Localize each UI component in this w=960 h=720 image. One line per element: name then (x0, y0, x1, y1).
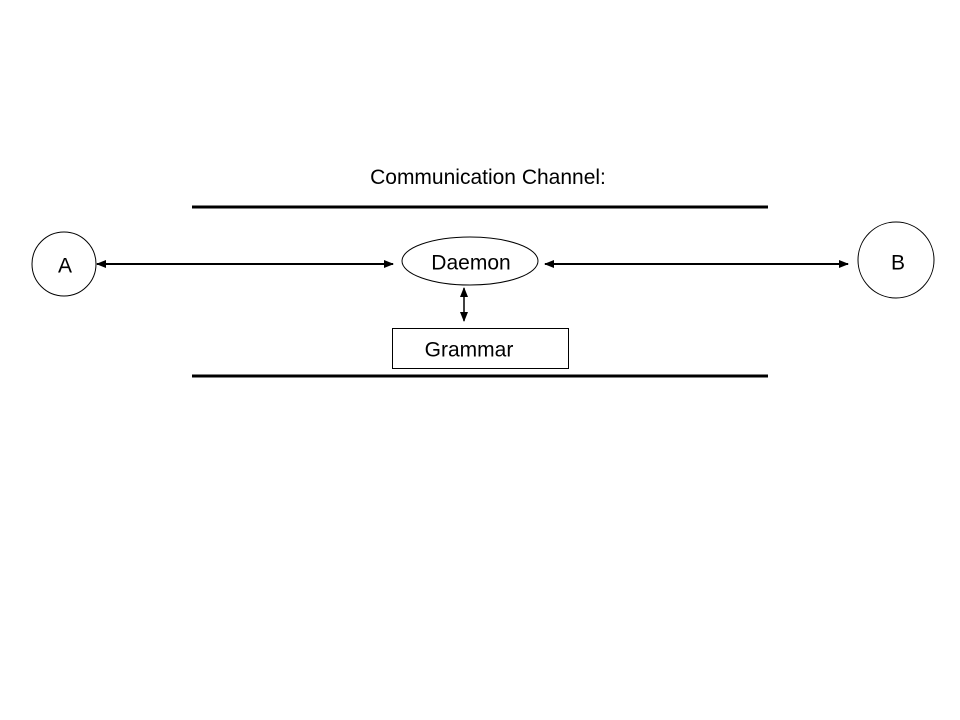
node-b-label: B (891, 252, 905, 275)
node-a: A (31, 231, 97, 297)
node-b-circle (857, 221, 935, 299)
node-daemon: Daemon (401, 236, 539, 286)
node-daemon-ellipse (401, 236, 539, 286)
diagram-title: Communication Channel: (370, 166, 606, 189)
node-b: B (857, 221, 935, 299)
node-grammar-box (392, 328, 569, 369)
node-grammar-label: Grammar (425, 339, 514, 362)
node-grammar: Grammar (392, 328, 569, 369)
node-a-label: A (58, 255, 72, 278)
node-daemon-label: Daemon (431, 252, 510, 275)
